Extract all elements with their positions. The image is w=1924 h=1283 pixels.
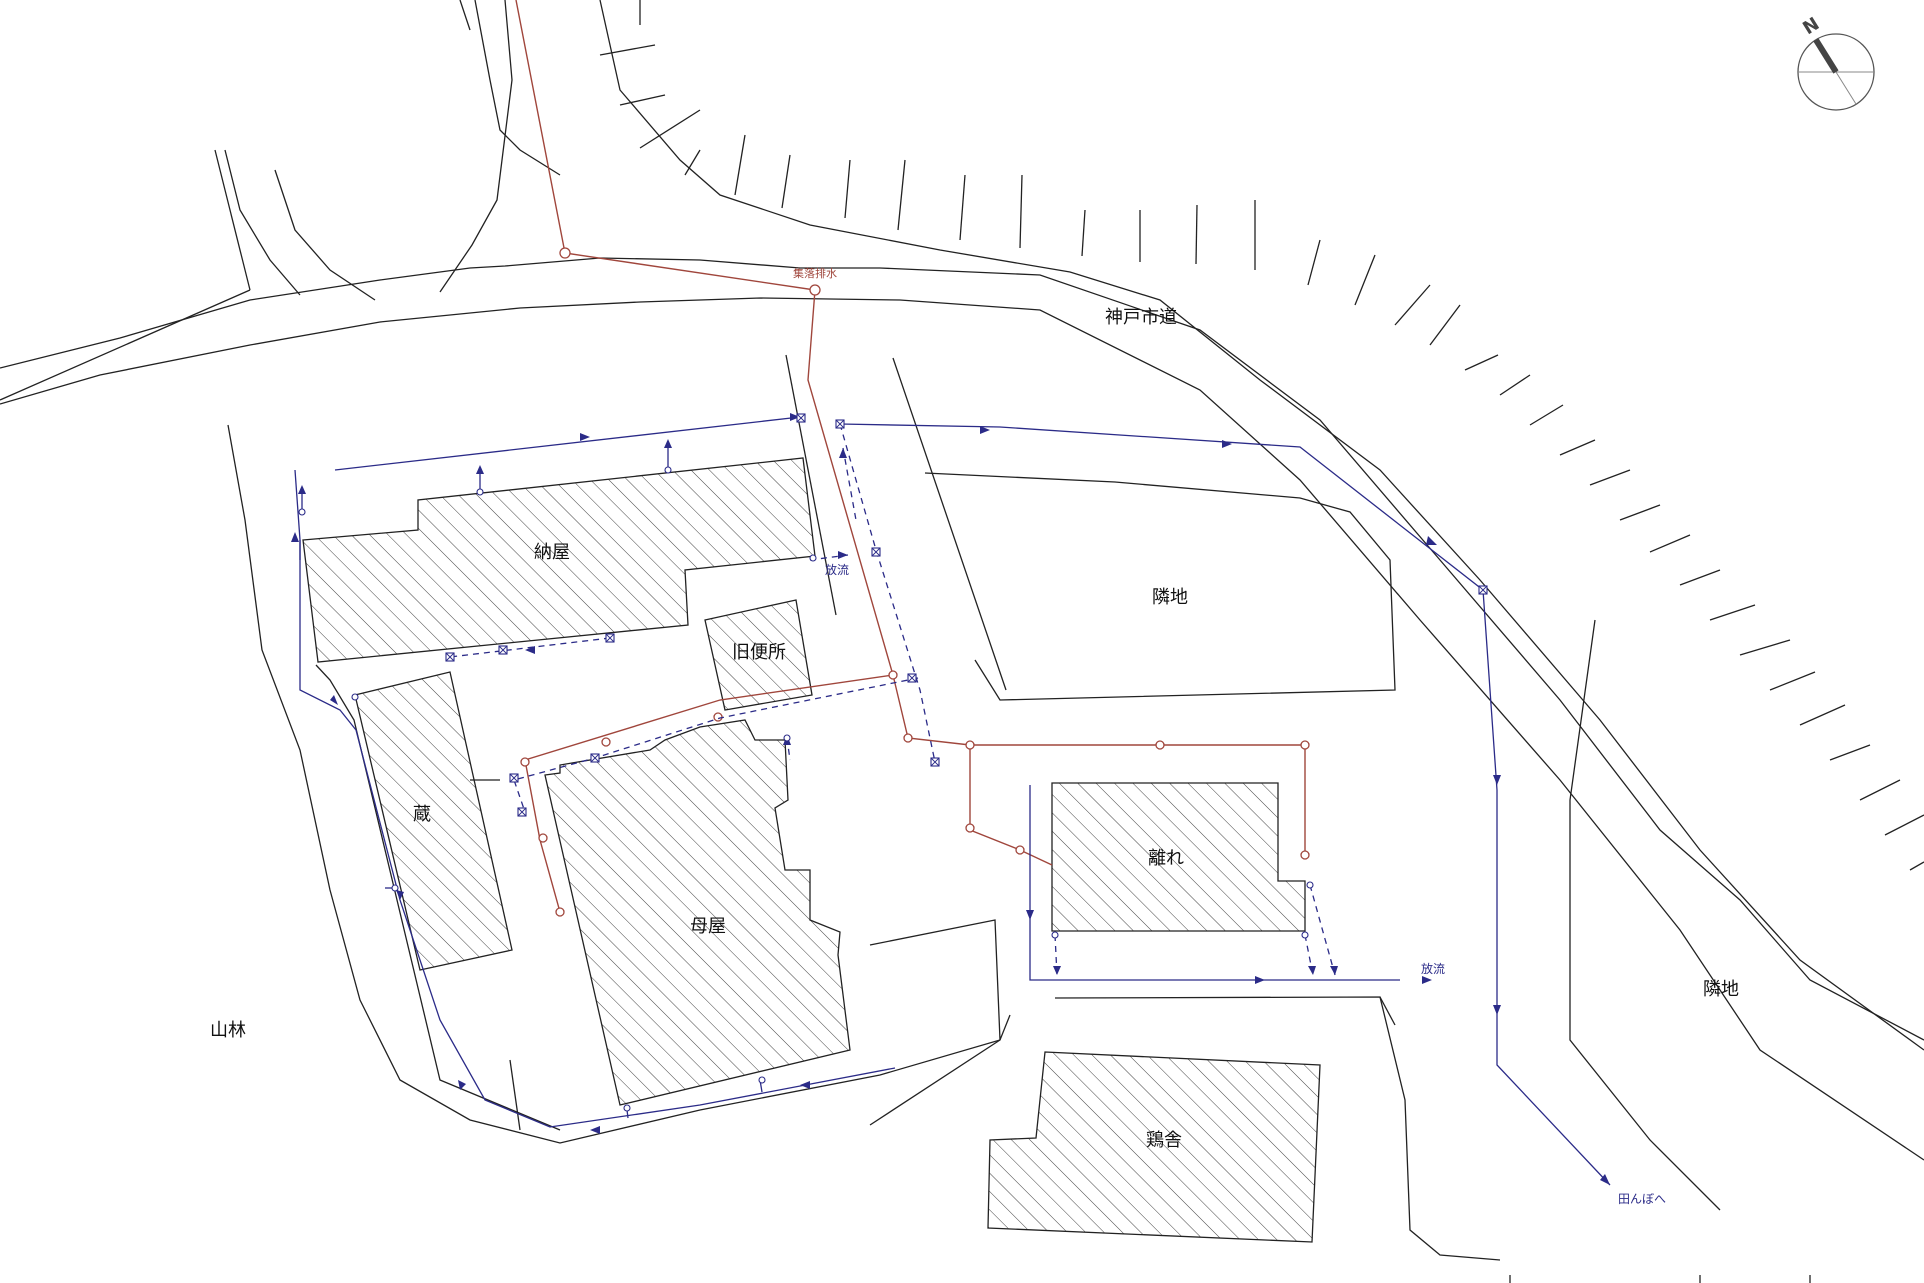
downspouts	[298, 466, 1314, 1112]
label-sanrin: 山林	[210, 1020, 246, 1041]
label-keisha: 鶏舎	[1146, 1130, 1182, 1151]
label-shuraku-haisui: 集落排水	[793, 266, 837, 280]
north-arrow: N	[1797, 13, 1875, 111]
flow-arrows	[291, 413, 1610, 1185]
building-kyu-benjo	[704, 599, 813, 711]
label-houryuu-2: 放流	[1421, 961, 1445, 976]
label-hanare: 離れ	[1148, 848, 1184, 869]
building-omoya	[544, 719, 851, 1106]
map-labels: 神戸市道 納屋 旧便所 隣地 隣地 蔵 母屋 離れ 山林 鶏舎 集落排水 放流 …	[210, 266, 1739, 1206]
north-letter: N	[1799, 13, 1823, 39]
buildings	[302, 457, 1321, 1243]
label-rinchi-east: 隣地	[1703, 979, 1739, 1000]
building-hanare	[1051, 782, 1306, 932]
label-kobe-road: 神戸市道	[1105, 307, 1177, 328]
road-edge-ticks	[599, 0, 1924, 871]
drain-boxes	[445, 413, 1488, 817]
label-houryuu-1: 放流	[825, 562, 849, 577]
building-keisha	[987, 1051, 1321, 1243]
building-kura	[354, 671, 513, 971]
label-kura: 蔵	[413, 804, 431, 825]
label-rinchi-north: 隣地	[1152, 587, 1188, 608]
label-nouya: 納屋	[534, 542, 570, 563]
label-kyu-benjo: 旧便所	[732, 642, 786, 663]
sewer-lines	[515, 0, 1310, 917]
label-tanbo: 田んぼへ	[1618, 1192, 1666, 1206]
label-omoya: 母屋	[690, 916, 726, 937]
